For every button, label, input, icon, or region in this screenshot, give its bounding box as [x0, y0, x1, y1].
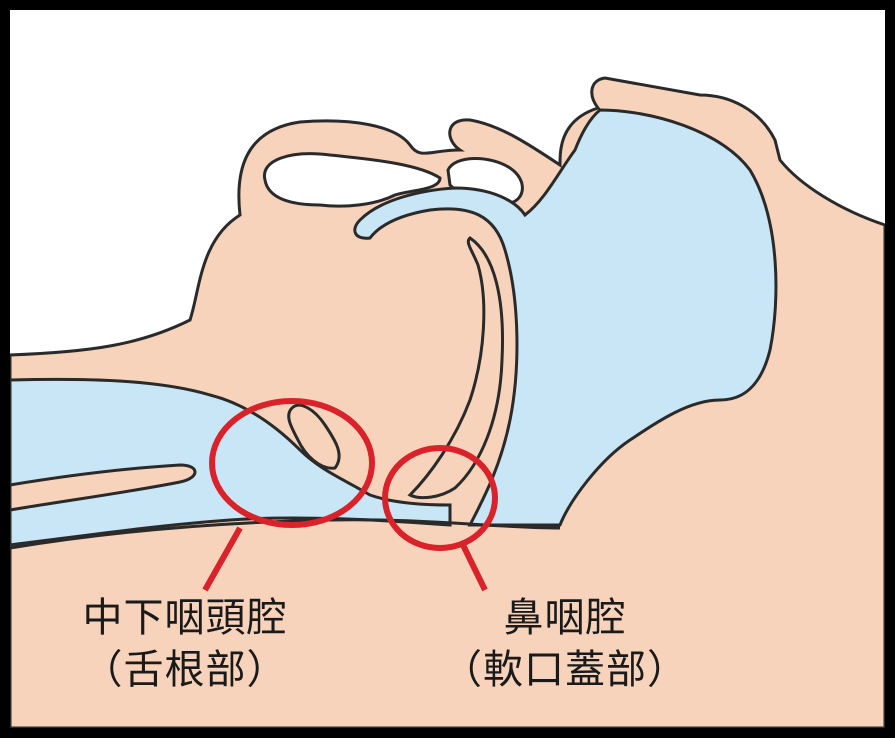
nasopharynx-label-line1: 鼻咽腔	[440, 592, 690, 644]
nasopharynx-label-line2: （軟口蓋部）	[440, 644, 690, 696]
oropharynx-label-line2: （舌根部）	[60, 644, 310, 696]
oropharynx-label-line1: 中下咽頭腔	[60, 592, 310, 644]
nasopharynx-label: 鼻咽腔 （軟口蓋部）	[440, 592, 690, 696]
oropharynx-label: 中下咽頭腔 （舌根部）	[60, 592, 310, 696]
